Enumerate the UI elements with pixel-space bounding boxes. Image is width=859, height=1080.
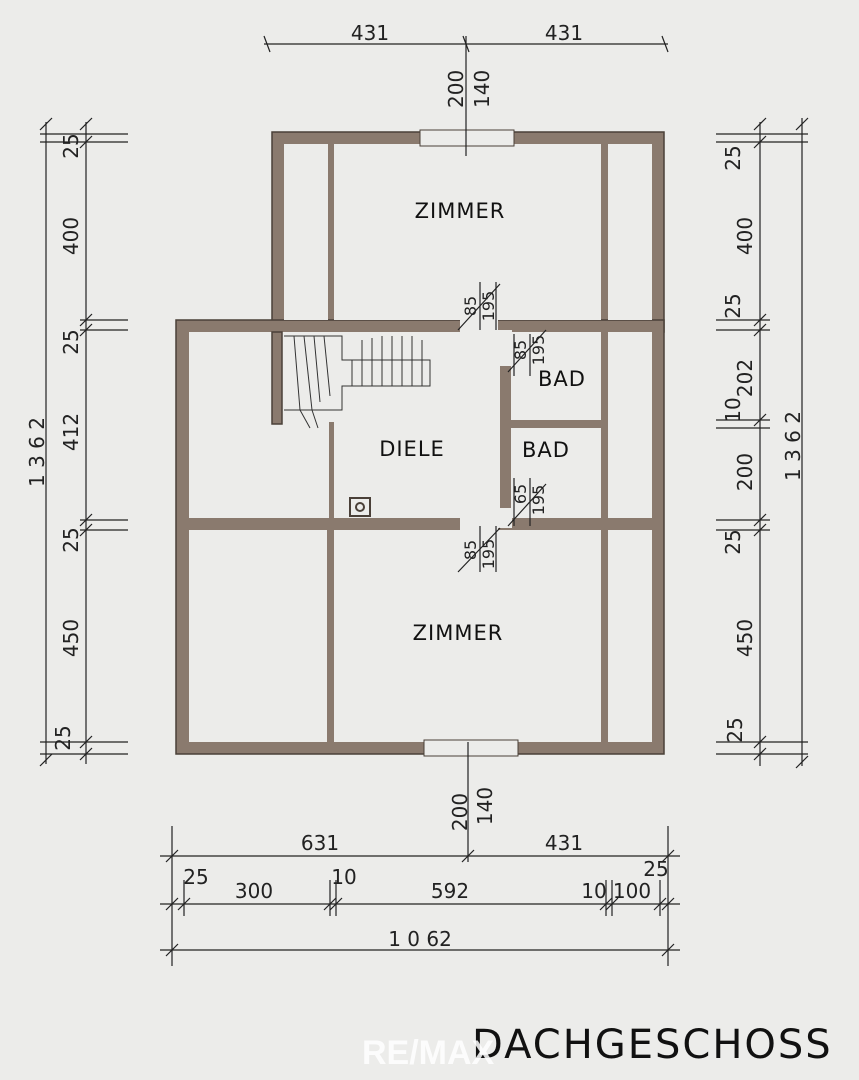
dim-door-top-b: 195 xyxy=(479,291,498,322)
dim-door-top-a: 85 xyxy=(461,296,480,316)
dim-door-bad2-b: 195 xyxy=(529,485,548,516)
dim-right-2: 400 xyxy=(733,217,757,255)
room-label-diele: DIELE xyxy=(379,437,445,461)
dim-right-7: 25 xyxy=(721,529,745,554)
dim-right-6: 200 xyxy=(733,453,757,491)
dim-door-bad1-a: 85 xyxy=(511,340,530,360)
dim-left-2: 400 xyxy=(59,217,83,255)
dim-bottom-row2-6: 100 xyxy=(613,879,651,903)
stair-wall xyxy=(271,331,283,425)
dim-bottom-row2-4: 592 xyxy=(431,879,469,903)
dim-bottom-row2-1: 25 xyxy=(183,865,208,889)
dim-bottom-row2-7: 25 xyxy=(643,857,668,881)
dim-top-right: 431 xyxy=(545,21,583,45)
dim-left-total: 1 3 6 2 xyxy=(25,417,49,487)
room-label-bad-1: BAD xyxy=(538,367,586,391)
dim-right-9: 25 xyxy=(723,717,747,742)
dim-left-4: 412 xyxy=(59,413,83,451)
dim-left-1: 25 xyxy=(59,133,83,158)
bottom-dimensions xyxy=(160,742,680,966)
top-dimensions xyxy=(263,35,669,156)
room-label-zimmer-bottom: ZIMMER xyxy=(413,621,504,645)
dim-right-4: 202 xyxy=(733,359,757,397)
dim-top-left: 431 xyxy=(351,21,389,45)
dim-bottom-row1-left: 631 xyxy=(301,831,339,855)
dim-door-bottom-a: 85 xyxy=(461,540,480,560)
chimney-flue-icon xyxy=(355,502,365,512)
dim-right-8: 450 xyxy=(733,619,757,657)
stair xyxy=(284,335,431,429)
dim-left-5: 25 xyxy=(59,527,83,552)
dim-left-3: 25 xyxy=(59,329,83,354)
dim-left-7: 25 xyxy=(51,725,75,750)
room-label-zimmer-top: ZIMMER xyxy=(415,199,506,223)
dim-bottom-total: 1 0 62 xyxy=(388,927,452,951)
chimney-icon xyxy=(349,497,371,517)
dim-door-bad2-a: 65 xyxy=(511,484,530,504)
door-dimension-lines xyxy=(457,282,547,573)
dim-bottom-row2-3: 10 xyxy=(331,865,356,889)
dim-top-window-width: 140 xyxy=(470,70,494,108)
room-label-bad-2: BAD xyxy=(522,438,570,462)
rooms xyxy=(189,144,652,742)
dim-top-window-sill: 200 xyxy=(444,70,468,108)
dim-bottom-window-width: 140 xyxy=(473,787,497,825)
left-dimensions xyxy=(39,117,128,767)
openings xyxy=(419,129,519,757)
drawing-title: DACHGESCHOSS xyxy=(472,1022,833,1068)
dim-bottom-row2-2: 300 xyxy=(235,879,273,903)
dim-right-1: 25 xyxy=(721,145,745,170)
dim-bottom-row2-5: 10 xyxy=(581,879,606,903)
dim-right-5: 10 xyxy=(721,397,745,422)
right-dimensions xyxy=(716,117,809,769)
dim-bottom-row1-right: 431 xyxy=(545,831,583,855)
dim-left-6: 450 xyxy=(59,619,83,657)
dim-bottom-window-sill: 200 xyxy=(448,793,472,831)
dim-door-bottom-b: 195 xyxy=(479,539,498,570)
dim-right-total: 1 3 6 2 xyxy=(781,411,805,481)
dim-door-bad1-b: 195 xyxy=(529,335,548,366)
dim-right-3: 25 xyxy=(721,293,745,318)
watermark-logo: RE/MAX xyxy=(362,1034,495,1072)
